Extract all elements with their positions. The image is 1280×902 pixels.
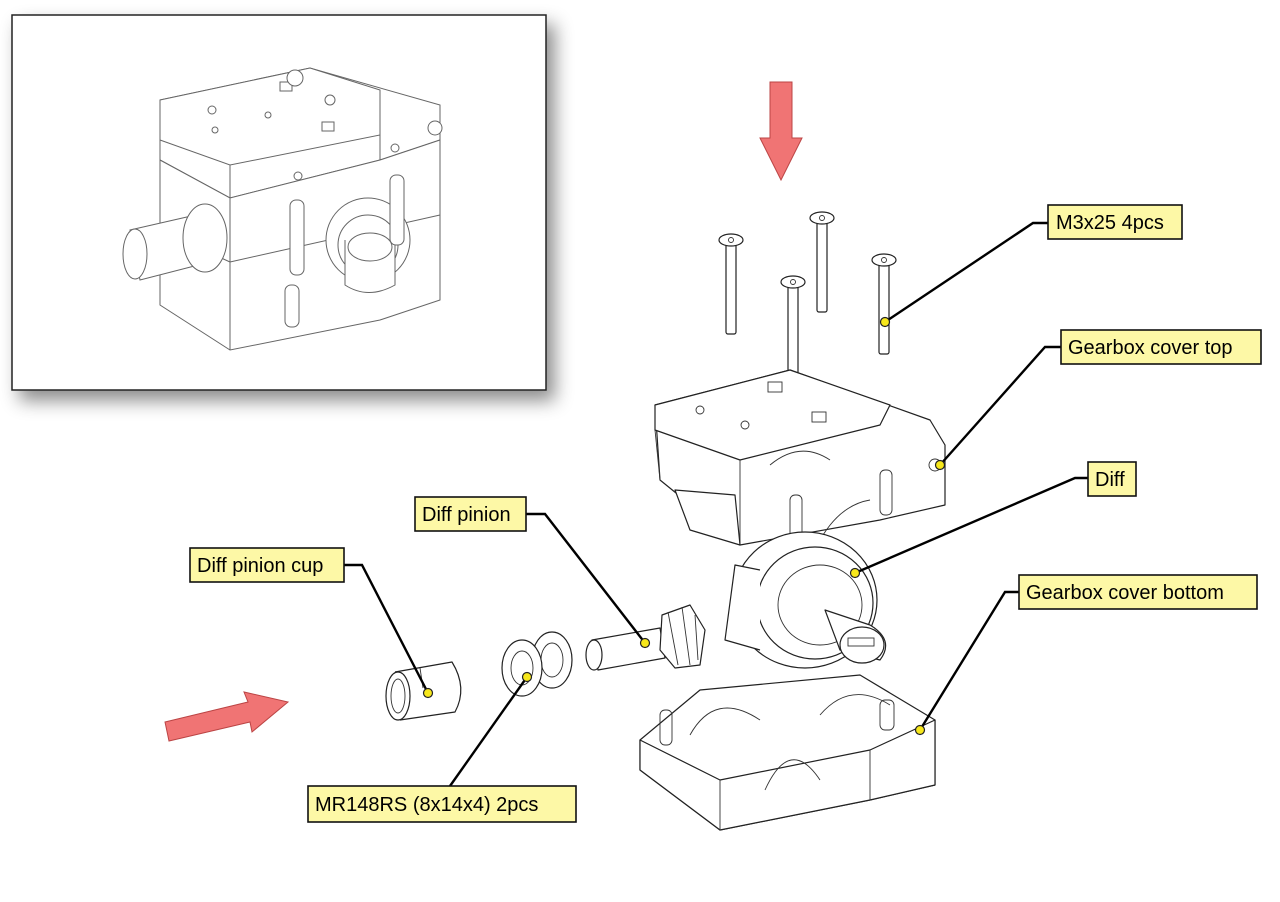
assembly-direction-right-arrow: [164, 691, 290, 742]
label-diff: Diff: [1087, 461, 1137, 497]
m3x25-screws: [718, 211, 897, 377]
leader-cover-top: [939, 345, 1061, 466]
label-bearings-text: MR148RS (8x14x4) 2pcs: [315, 794, 538, 816]
label-bearings: MR148RS (8x14x4) 2pcs: [307, 785, 577, 823]
leader-cover-bottom: [918, 590, 1019, 731]
screw: [718, 233, 744, 335]
label-diff-text: Diff: [1095, 469, 1125, 491]
callout-dots: [422, 316, 946, 736]
label-pinion-text: Diff pinion: [422, 504, 511, 526]
diff-pinion-part: [585, 604, 706, 671]
leader-pinion-cup: [344, 563, 430, 694]
leader-lines: [344, 221, 1088, 787]
label-pinion-cup: Diff pinion cup: [189, 547, 345, 583]
label-screws-text: M3x25 4pcs: [1056, 212, 1164, 234]
assembly-direction-down-arrow: [759, 81, 803, 182]
screw: [809, 211, 835, 313]
screw: [780, 275, 806, 377]
label-pinion-cup-text: Diff pinion cup: [197, 555, 323, 577]
label-cover-bottom-text: Gearbox cover bottom: [1026, 582, 1224, 604]
gearbox-cover-top-part: [654, 369, 946, 546]
leader-bearings: [449, 676, 528, 787]
leader-screws: [884, 221, 1048, 323]
leader-pinion: [526, 512, 646, 644]
gearbox-cover-bottom-part: [639, 674, 936, 831]
leader-diff: [854, 476, 1088, 575]
mr148rs-bearings: [501, 631, 573, 697]
label-cover-top: Gearbox cover top: [1060, 329, 1262, 365]
assembled-view-inset: [11, 14, 547, 391]
label-pinion: Diff pinion: [414, 496, 527, 532]
label-cover-top-text: Gearbox cover top: [1068, 337, 1233, 359]
label-screws: M3x25 4pcs: [1047, 204, 1183, 240]
assembled-gearbox-drawing: [122, 67, 443, 351]
diff-part: [724, 531, 887, 669]
label-cover-bottom: Gearbox cover bottom: [1018, 574, 1258, 610]
screw: [871, 253, 897, 355]
